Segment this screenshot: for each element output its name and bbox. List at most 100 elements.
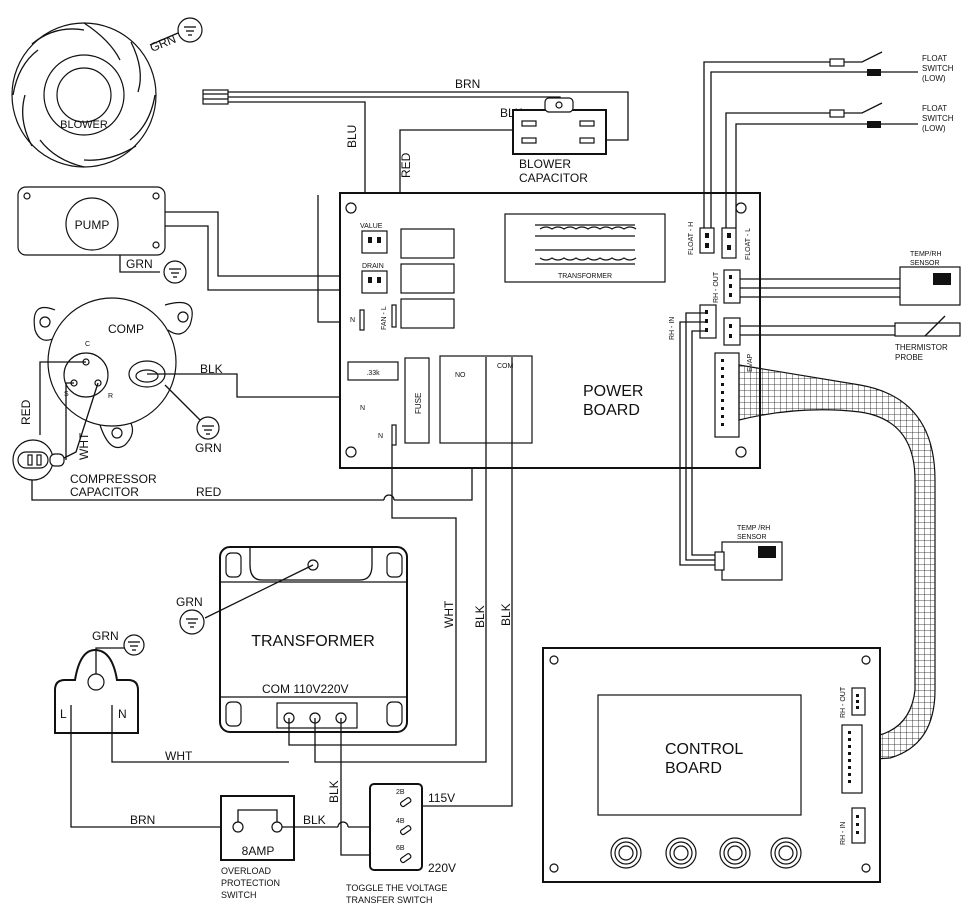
control-button-3[interactable] xyxy=(719,837,751,869)
transformer-ground: GRN xyxy=(176,564,314,635)
cb-rh-out-label: RH - OUT xyxy=(840,686,847,718)
float-switch-2-label-3: (LOW) xyxy=(922,124,946,133)
comp-label: COMP xyxy=(108,322,144,336)
overload-label-3: SWITCH xyxy=(221,890,257,900)
label-220v: 220V xyxy=(428,861,456,875)
plug-n-label: N xyxy=(118,707,127,721)
control-board: CONTROL BOARD RH - OUT RH - IN xyxy=(542,647,881,883)
control-button-2[interactable] xyxy=(665,837,697,869)
control-button-4[interactable] xyxy=(770,837,802,869)
main-transformer: TRANSFORMER COM 110V220V xyxy=(219,546,408,733)
wire-label-grn-3: GRN xyxy=(195,441,222,455)
pump-wires: GRN xyxy=(119,211,360,291)
n-label-1: N xyxy=(350,317,355,324)
control-button-1[interactable] xyxy=(610,837,642,869)
control-board-label-2: BOARD xyxy=(665,760,722,777)
blower-capacitor-label-2: CAPACITOR xyxy=(519,171,588,185)
drain-label: DRAIN xyxy=(362,263,384,270)
pump: PUMP xyxy=(17,186,166,256)
comp-terminal-c: C xyxy=(85,341,90,348)
n-label-2: N xyxy=(360,405,365,412)
wire-label-wht-3: WHT xyxy=(165,749,193,763)
thermistor-label-1: THERMISTOR xyxy=(895,343,948,352)
blower-label: BLOWER xyxy=(60,119,108,131)
fuse-label: FUSE xyxy=(414,393,423,414)
resistor-label: .33k xyxy=(366,370,380,377)
wire-label-brn-2: BRN xyxy=(130,813,155,827)
wire-label-blk-3: BLK xyxy=(473,605,487,628)
float-switches: FLOAT SWITCH (LOW) FLOAT SWITCH (LOW) xyxy=(703,51,954,228)
temp-rh-sensor-1: TEMP/RH SENSOR xyxy=(740,251,961,306)
wire-label-brn: BRN xyxy=(455,77,480,91)
toggle-4b: 4B xyxy=(396,818,405,825)
temp-rh-sensor-2: TEMP /RH SENSOR xyxy=(679,312,783,581)
toggle-2b: 2B xyxy=(396,789,405,796)
overload-label-2: PROTECTION xyxy=(221,878,280,888)
evap-label: EVAP xyxy=(747,354,754,372)
blower-capacitor-label-1: BLOWER xyxy=(519,157,571,171)
transformer-terminals-label: COM 110V220V xyxy=(262,682,349,696)
wire-label-grn-4: GRN xyxy=(176,595,203,609)
comp-terminal-r: R xyxy=(108,393,113,400)
main-transformer-label: TRANSFORMER xyxy=(251,633,375,650)
wire-label-red-2: RED xyxy=(19,399,33,425)
wire-label-blu: BLU xyxy=(345,125,359,148)
n-label-3: N xyxy=(378,433,383,440)
rh-out-label: RH - OUT xyxy=(713,271,720,303)
toggle-voltage-switch: 2B 4B 6B 115V 220V TOGGLE THE VOLTAGE TR… xyxy=(346,783,456,905)
wire-label-wht-2: WHT xyxy=(442,600,456,628)
compressor-capacitor: COMPRESSOR CAPACITOR xyxy=(12,439,157,499)
control-buttons xyxy=(610,837,802,869)
power-board: VALUE DRAIN N FAN - L TRANSFORMER .33k N… xyxy=(339,192,761,469)
toggle-label-1: TOGGLE THE VOLTAGE xyxy=(346,883,447,893)
thermistor-probe: THERMISTOR PROBE xyxy=(740,315,961,362)
compressor-capacitor-label-2: CAPACITOR xyxy=(70,485,139,499)
float-switch-2-label-1: FLOAT xyxy=(922,104,947,113)
power-board-label-2: BOARD xyxy=(583,402,640,419)
wire-label-red-3: RED xyxy=(196,485,222,499)
temp-rh-1-label-2: SENSOR xyxy=(910,260,940,267)
value-label: VALUE xyxy=(360,223,383,230)
overload-rating: 8AMP xyxy=(242,844,275,858)
toggle-6b: 6B xyxy=(396,845,405,852)
pump-label: PUMP xyxy=(75,218,110,232)
fan-l-label: FAN - L xyxy=(381,306,388,330)
overload-label-1: OVERLOAD xyxy=(221,866,272,876)
float-switch-1-label-1: FLOAT xyxy=(922,54,947,63)
board-transformer-label: TRANSFORMER xyxy=(558,273,612,280)
cb-rh-in-label: RH - IN xyxy=(840,822,847,845)
float-switch-2-label-2: SWITCH xyxy=(922,114,954,123)
wire-label-wht: WHT xyxy=(77,432,91,460)
compressor: COMP C S R xyxy=(33,297,193,449)
wire-label-grn-2: GRN xyxy=(126,257,153,271)
relay-no-label: NO xyxy=(455,372,466,379)
label-115v: 115V xyxy=(428,791,455,805)
float-l-label: FLOAT - L xyxy=(745,228,752,260)
power-board-label-1: POWER xyxy=(583,383,643,400)
wire-label-blk-5: BLK xyxy=(327,780,341,803)
wire-label-grn-5: GRN xyxy=(92,629,119,643)
plug-l-label: L xyxy=(60,707,67,721)
control-board-label-1: CONTROL xyxy=(665,741,743,758)
rh-in-label: RH - IN xyxy=(669,317,676,340)
relay-com-label: COM xyxy=(497,363,514,370)
float-h-label: FLOAT - H xyxy=(688,222,695,255)
thermistor-label-2: PROBE xyxy=(895,353,923,362)
temp-rh-2-label-2: SENSOR xyxy=(737,534,767,541)
wire-label-blk-6: BLK xyxy=(303,813,326,827)
blower-ground: GRN xyxy=(148,17,203,55)
wire-label-blk-4: BLK xyxy=(499,603,513,626)
compressor-wires: BLK GRN RED WHT RED xyxy=(19,357,473,501)
temp-rh-1-label-1: TEMP/RH xyxy=(910,251,942,258)
blower: BLOWER xyxy=(11,22,229,168)
wire-label-grn: GRN xyxy=(148,32,178,55)
float-switch-1-label-3: (LOW) xyxy=(922,74,946,83)
wire-label-blk-2: BLK xyxy=(200,362,223,376)
power-plug: L N GRN WHT BRN xyxy=(54,629,289,828)
toggle-label-2: TRANSFER SWITCH xyxy=(346,895,433,905)
float-switch-1-label-2: SWITCH xyxy=(922,64,954,73)
temp-rh-2-label-1: TEMP /RH xyxy=(737,525,770,532)
blower-capacitor: BLOWER CAPACITOR xyxy=(512,97,607,185)
